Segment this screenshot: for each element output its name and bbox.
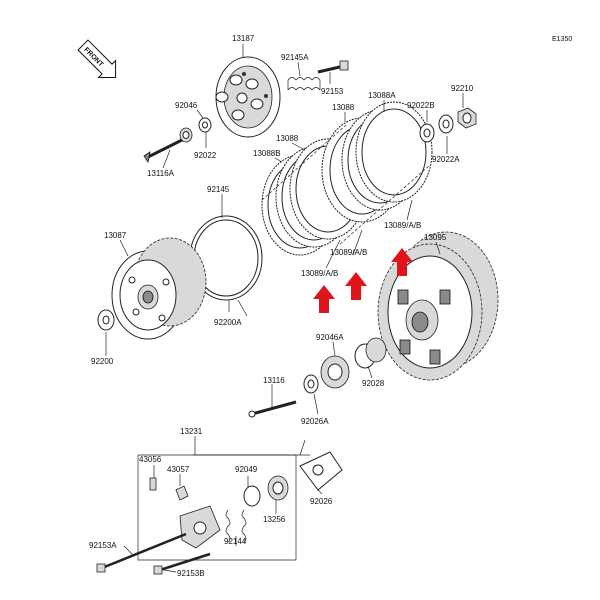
- label-92153b[interactable]: 92153B: [177, 569, 205, 578]
- front-direction-icon: FRONT: [77, 39, 117, 79]
- label-92046a[interactable]: 92046A: [316, 333, 344, 342]
- pushrod-13116a: [143, 138, 183, 164]
- cylinder-bolt-b: [153, 552, 211, 575]
- release-bearing: [267, 475, 289, 501]
- clutch-hub: [111, 237, 207, 340]
- label-92153[interactable]: 92153: [321, 87, 344, 96]
- label-92026[interactable]: 92026: [310, 497, 333, 506]
- label-13116[interactable]: 13116: [263, 376, 285, 385]
- hub-washer-92200: [97, 309, 115, 331]
- label-13088b[interactable]: 13088B: [253, 149, 281, 158]
- release-cylinder: [179, 505, 221, 549]
- label-43057[interactable]: 43057: [167, 465, 190, 474]
- label-13187[interactable]: 13187: [232, 34, 255, 43]
- label-13088-left[interactable]: 13088: [276, 134, 299, 143]
- label-13087[interactable]: 13087: [104, 231, 127, 240]
- label-92145a[interactable]: 92145A: [281, 53, 309, 62]
- spring-bolt: [317, 60, 349, 74]
- clutch-spring: [287, 77, 321, 91]
- release-piston: [243, 485, 261, 507]
- label-13095[interactable]: 13095: [424, 233, 447, 242]
- up-arrow-icon: [391, 248, 413, 276]
- label-13088[interactable]: 13088: [332, 103, 355, 112]
- label-92144[interactable]: 92144: [224, 537, 247, 546]
- pushrod-bearing: [179, 127, 193, 143]
- label-13089ab-left[interactable]: 13089/A/B: [301, 269, 338, 278]
- label-92026a[interactable]: 92026A: [301, 417, 329, 426]
- needle-bearing: [303, 355, 350, 394]
- label-92200[interactable]: 92200: [91, 357, 114, 366]
- bleed-valve: [149, 477, 189, 501]
- up-arrow-icon: [345, 272, 367, 300]
- label-92049[interactable]: 92049: [235, 465, 258, 474]
- arrow-middle: [345, 272, 367, 300]
- arrow-left: [313, 285, 335, 313]
- release-spring: [225, 509, 247, 543]
- hub-nut: [457, 107, 477, 129]
- label-92022a[interactable]: 92022A: [432, 155, 460, 164]
- label-13231[interactable]: 13231: [180, 427, 203, 436]
- diagram-id: E1350: [552, 36, 572, 43]
- label-92028[interactable]: 92028: [362, 379, 385, 388]
- label-92145[interactable]: 92145: [207, 185, 230, 194]
- label-13088a[interactable]: 13088A: [368, 91, 396, 100]
- arrow-right: [391, 248, 413, 276]
- release-cylinder-cover: [299, 451, 343, 491]
- hub-washer: [419, 123, 435, 143]
- hub-washer-a: [438, 114, 454, 134]
- label-92022[interactable]: 92022: [194, 151, 217, 160]
- part-labels: 13187 92145A 92153 92046 92022 13116A 13…: [89, 34, 474, 578]
- label-92210[interactable]: 92210: [451, 84, 474, 93]
- label-92046[interactable]: 92046: [175, 101, 198, 110]
- wire-ring: [189, 215, 263, 301]
- cylinder-bolt-a: [96, 532, 187, 573]
- label-43056[interactable]: 43056: [139, 455, 162, 464]
- clutch-plate-stack: [261, 101, 433, 256]
- label-13089ab-right[interactable]: 13089/A/B: [384, 221, 421, 230]
- label-13116a[interactable]: 13116A: [147, 169, 175, 178]
- clutch-housing: [377, 231, 499, 381]
- label-92200a[interactable]: 92200A: [214, 318, 242, 327]
- pushrod-13116: [248, 400, 297, 418]
- label-13256[interactable]: 13256: [263, 515, 286, 524]
- up-arrow-icon: [313, 285, 335, 313]
- leader-lines: [105, 44, 464, 573]
- pushrod-washer: [198, 117, 212, 133]
- pressure-plate: [215, 56, 281, 138]
- label-92153a[interactable]: 92153A: [89, 541, 117, 550]
- housing-sleeve: [354, 337, 387, 369]
- label-92022b[interactable]: 92022B: [407, 101, 435, 110]
- label-13089ab-mid[interactable]: 13089/A/B: [330, 248, 367, 257]
